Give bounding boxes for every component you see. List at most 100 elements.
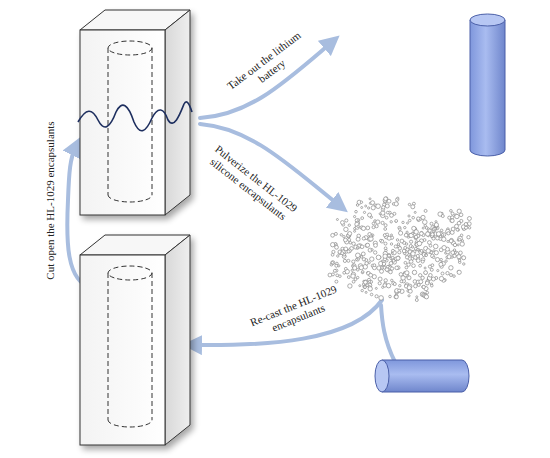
lithium-battery (375, 360, 469, 392)
powder-grain (378, 282, 381, 285)
battery-outline (108, 266, 152, 427)
powder-grain (401, 276, 405, 280)
powder-grain (335, 264, 338, 267)
powder-grain (417, 241, 422, 246)
powder-grain (357, 225, 359, 227)
powder-grain (384, 197, 388, 201)
powder-grain (433, 256, 435, 258)
step-label: Pulverize the HL-1029 silicone encapsula… (193, 134, 311, 235)
powder-grain (376, 220, 380, 224)
step-label: Re-cast the HL-1029 encapsulants (235, 277, 356, 346)
powder-grain (431, 264, 434, 267)
powder-grain (372, 222, 375, 225)
powder-grain (337, 255, 339, 257)
powder-grain (360, 256, 362, 258)
powder-grain (359, 266, 363, 270)
powder-grain (424, 271, 427, 274)
powder-grain (356, 247, 358, 249)
powder-grain (391, 252, 393, 254)
powder-grain (359, 285, 361, 287)
powder-grain (370, 293, 373, 296)
powder-grain (351, 269, 353, 271)
powder-grain (422, 252, 426, 256)
powder-grain (347, 259, 350, 262)
powder-grain (424, 225, 426, 227)
powder-grain (460, 242, 464, 246)
powder-grain (339, 275, 342, 278)
powder-grain (447, 240, 449, 242)
powder-grain (398, 289, 401, 292)
powder-grain (451, 227, 455, 231)
powder-grain (376, 255, 381, 260)
powder-grain (456, 228, 459, 231)
powder-grain (355, 210, 358, 213)
powder-grain (392, 249, 395, 252)
powder-grain (423, 220, 428, 225)
powder-grain (399, 228, 402, 231)
encapsulant-block (80, 235, 190, 445)
powder-grain (331, 261, 335, 265)
powder-grain (464, 223, 467, 226)
powder-grain (384, 279, 387, 282)
powder-grain (343, 236, 345, 238)
powder-grain (430, 222, 433, 225)
powder-grain (408, 215, 410, 217)
powder-grain (457, 209, 461, 213)
powder-grain (404, 233, 408, 237)
powder-grain (375, 287, 377, 289)
step-label: Cut open the HL-1029 encapsulants (44, 121, 57, 279)
powder-grain (380, 239, 384, 243)
powder-grain (397, 243, 399, 245)
powder-grain (424, 209, 427, 212)
powder-grain (387, 236, 391, 240)
powder-grain (394, 245, 397, 248)
powder-grain (406, 231, 408, 233)
powder-grain (374, 251, 377, 254)
powder-grain (369, 281, 371, 283)
powder-grain (441, 272, 444, 275)
powder-grain (451, 251, 455, 255)
powder-grain (341, 221, 345, 225)
powder-grain (365, 205, 367, 207)
powder-grain (379, 213, 381, 215)
powder-grain (331, 233, 335, 237)
powder-grain (385, 204, 389, 208)
powder-grain (373, 264, 376, 267)
powder-grain (416, 249, 418, 251)
powder-grain (348, 238, 351, 241)
powder-grain (410, 240, 413, 243)
powder-grain (450, 274, 453, 277)
powder-grain (417, 217, 420, 220)
powder-grain (361, 289, 363, 291)
powder-grain (439, 276, 443, 280)
powder-grain (411, 252, 415, 256)
powder-grain (361, 207, 363, 209)
powder-grain (435, 221, 437, 223)
powder-grain (336, 219, 338, 221)
powder-grain (384, 224, 387, 227)
powder-grain (395, 295, 399, 299)
powder-grain (409, 233, 413, 237)
powder-grain (386, 211, 389, 214)
powder-grain (371, 206, 375, 210)
powder-grain (387, 199, 391, 203)
powder-grain (422, 285, 425, 288)
powder-grain (457, 244, 459, 246)
cut-line (78, 102, 192, 131)
powder-grain (394, 295, 397, 298)
powder-grain (335, 245, 339, 249)
powder-grain (462, 256, 466, 260)
powder-grain (340, 234, 342, 236)
powder-grain (431, 284, 434, 287)
powder-grain (424, 267, 426, 269)
powder-grain (407, 286, 411, 290)
powder-grain (336, 274, 339, 277)
powder-grain (396, 256, 400, 260)
powder-grain (421, 215, 425, 219)
powder-grain (363, 286, 366, 289)
powder-grain (399, 285, 401, 287)
powder-grain (341, 252, 344, 255)
powder-grain (381, 211, 385, 215)
powder-grain (400, 239, 404, 243)
powder-grain (457, 229, 460, 232)
